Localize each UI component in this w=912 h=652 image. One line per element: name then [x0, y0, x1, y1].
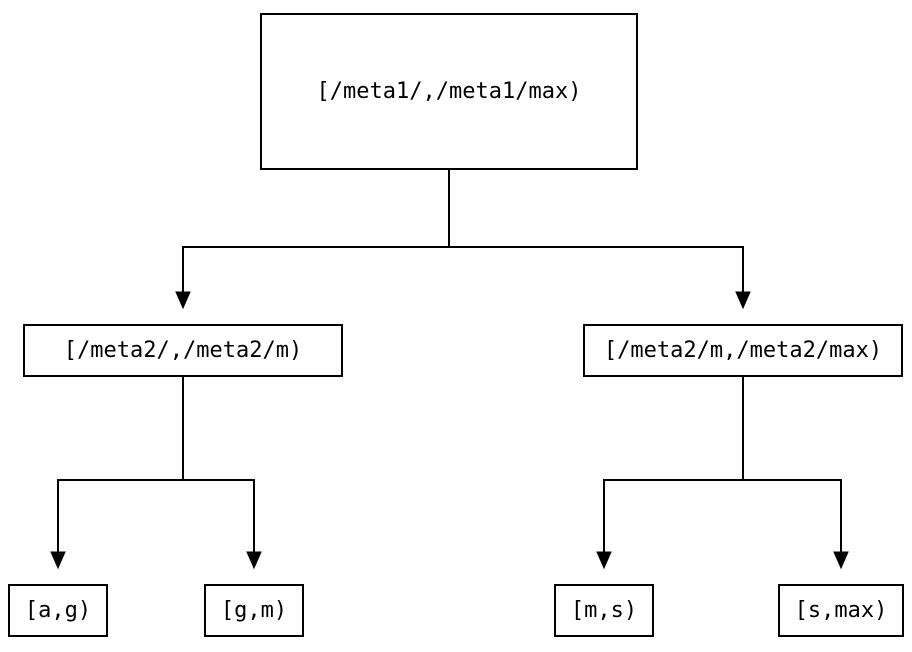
arrowhead-icon [735, 291, 751, 310]
arrowhead-icon [175, 291, 191, 310]
arrowhead-icon [246, 551, 262, 570]
edge-elbow [57, 479, 255, 552]
node-meta2-upper-range: [/meta2/m,/meta2/max) [583, 324, 903, 377]
edge-left-to-leaves [50, 377, 262, 570]
node-leaf-s-max: [s,max) [778, 584, 904, 637]
edge-root-to-level2 [175, 170, 751, 310]
node-meta2-lower-range: [/meta2/,/meta2/m) [23, 324, 343, 377]
arrowhead-icon [50, 551, 66, 570]
edge-elbow [182, 246, 744, 292]
node-leaf-g-m: [g,m) [204, 584, 304, 637]
arrowhead-icon [596, 551, 612, 570]
node-leaf-a-g: [a,g) [8, 584, 108, 637]
arrowhead-icon [833, 551, 849, 570]
edge-right-to-leaves [596, 377, 849, 570]
node-leaf-m-s: [m,s) [554, 584, 654, 637]
edge-elbow [603, 479, 842, 552]
node-root-range: [/meta1/,/meta1/max) [260, 13, 638, 170]
